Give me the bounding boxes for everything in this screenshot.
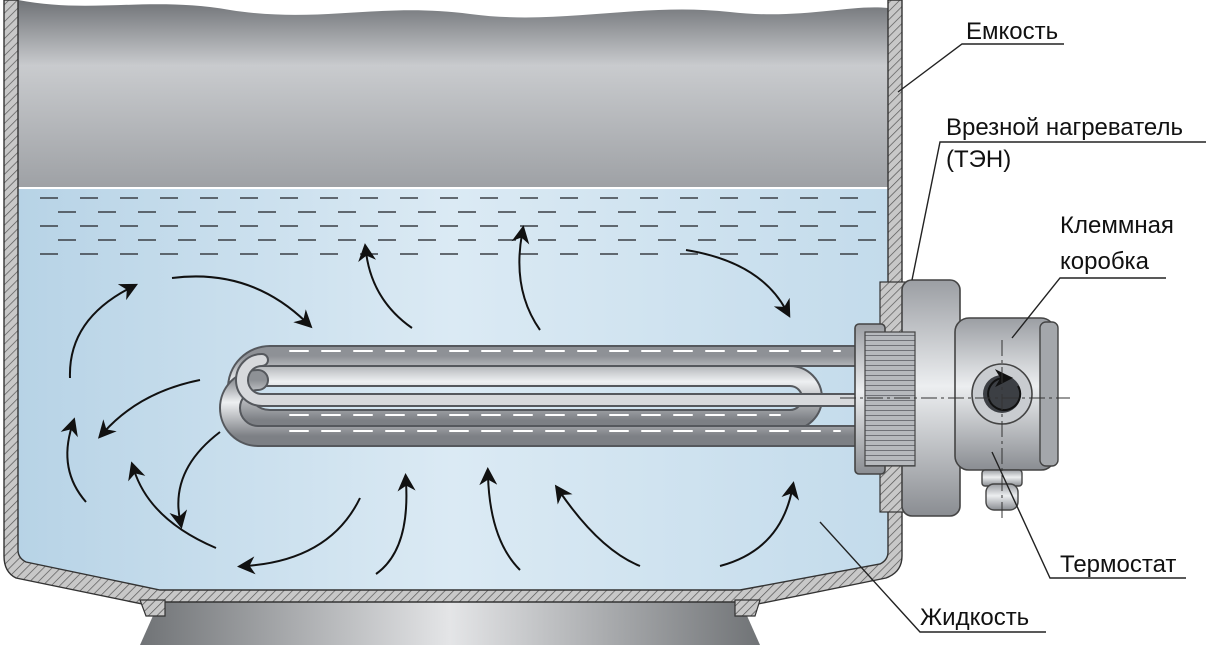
convection-arrow [60, 417, 87, 503]
liquid [18, 188, 888, 590]
convection-arrow [685, 249, 791, 318]
label-tank: Емкость [966, 18, 1059, 45]
leader-lines [819, 43, 1206, 633]
convection-arrow [97, 379, 201, 439]
leader-thermostat [991, 451, 1186, 579]
liquid-surface-ripples [40, 197, 876, 255]
convection-arrow [719, 481, 800, 567]
tank-air-space [18, 0, 888, 188]
convection-arrow [375, 473, 416, 575]
label-heater-line2: (ТЭН) [946, 146, 1012, 173]
leader-liquid [819, 521, 1046, 633]
tank-foot-left [139, 599, 166, 617]
convection-arrow [237, 497, 361, 575]
label-liquid: Жидкость [920, 604, 1030, 631]
convection-arrow [554, 484, 641, 567]
heating-element [219, 345, 871, 447]
tank-foot-right [734, 599, 761, 617]
convection-arrow [511, 225, 541, 331]
convection-arrows [60, 225, 800, 575]
leader-heater [911, 141, 1206, 281]
convection-arrow [358, 243, 413, 329]
label-terminal-line2: коробка [1060, 248, 1149, 275]
leader-tank [897, 43, 1064, 93]
leader-terminal [1011, 277, 1166, 339]
tank-bottom-dish [140, 600, 760, 645]
tank-wall [3, 0, 903, 613]
tank-cut-edge [18, 0, 888, 18]
label-thermostat: Термостат [1060, 551, 1177, 578]
convection-arrow [171, 275, 313, 329]
convection-arrow [68, 283, 138, 379]
mounting-flange [854, 279, 961, 517]
convection-arrow [169, 431, 221, 529]
convection-arrow [128, 461, 217, 549]
label-terminal-line1: Клеммная [1060, 212, 1174, 239]
terminal-box [954, 317, 1059, 471]
label-heater-line1: Врезной нагреватель [946, 114, 1183, 141]
convection-arrow [479, 467, 521, 571]
